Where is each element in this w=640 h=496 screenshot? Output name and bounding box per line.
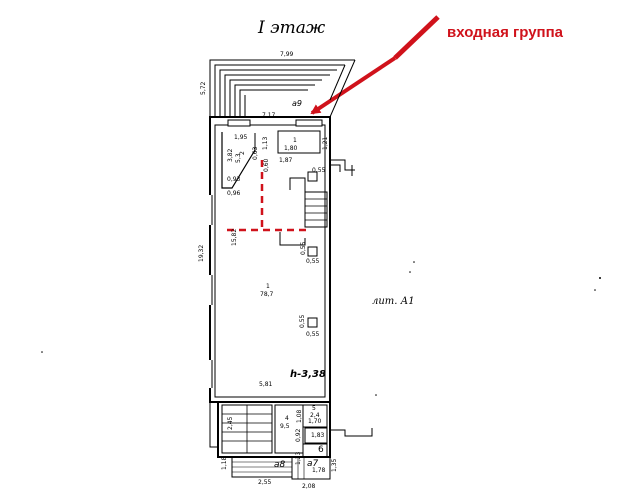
dim-2-08: 2,08 (302, 483, 316, 490)
dim-1-95: 1,95 (234, 134, 248, 141)
dim-2-55: 2,55 (258, 479, 272, 486)
dim-0-55-a: 0,55 (312, 167, 326, 174)
porch-steps (209, 59, 356, 118)
dim-0-60: 0,60 (263, 158, 270, 172)
dim-0-93: 0,93 (227, 176, 241, 183)
dim-1-23: 1,23 (295, 451, 302, 465)
entrance-group-outline (227, 160, 306, 232)
scan-specks (41, 261, 601, 396)
dim-2-45: 2,45 (227, 416, 234, 430)
room-5-area: 2,4 (310, 412, 320, 419)
entry-group-label: входная группа (447, 24, 564, 41)
dim-left-length: 19,32 (198, 245, 205, 262)
dim-bottom-width: 5,81 (259, 381, 273, 388)
room-5-number: 5 (312, 405, 316, 412)
room-6-number: 6 (318, 445, 324, 455)
room-2-area: 5,3 (235, 153, 242, 163)
porch-a8: а8 (274, 460, 286, 470)
room-4-number: 4 (285, 415, 289, 422)
dim-0-96: 0,96 (227, 190, 241, 197)
dim-0-92: 0,92 (295, 428, 302, 442)
dim-0-55-d: 0,55 (299, 314, 306, 328)
dim-1-21: 1,21 (322, 136, 329, 150)
dim-1-70: 1,70 (308, 418, 322, 425)
dim-1-83: 1,83 (311, 432, 325, 439)
room-2-number: 2 (239, 151, 246, 155)
dim-top-width: 7,99 (280, 51, 294, 58)
dim-inner-width: 7,17 (262, 112, 276, 119)
dim-inner-left: 15,82 (231, 229, 238, 246)
dim-1-13: 1,13 (262, 136, 269, 150)
dim-3-82: 3,82 (227, 148, 234, 162)
room-7-area: 1,78 (312, 467, 326, 474)
dim-1-18: 1,18 (221, 456, 228, 470)
room-main-number: 1 (266, 283, 270, 290)
entry-arrow (393, 15, 440, 60)
dim-0-55-b: 0,55 (300, 241, 307, 255)
dim-1-87: 1,87 (279, 157, 293, 164)
ceiling-height: h-3,38 (290, 369, 326, 380)
dim-0-55-e: 0,55 (306, 331, 320, 338)
building-label: лит. А1 (372, 296, 415, 307)
dim-1-08: 1,08 (296, 409, 303, 423)
annex-walls (209, 401, 373, 480)
floor-title: I этаж (257, 18, 326, 38)
room-top-number: 1 (293, 137, 297, 144)
dim-0-55-c: 0,55 (306, 258, 320, 265)
room-main-area: 78,7 (260, 291, 274, 298)
entry-arrow-shaft (310, 56, 397, 115)
dim-1-80: 1,80 (284, 145, 298, 152)
dim-0-63: 0,63 (252, 146, 259, 160)
porch-a9: а9 (292, 99, 302, 108)
porch-a7: а7 (307, 459, 319, 469)
dim-1-35: 1,35 (331, 458, 338, 472)
dim-porch-depth: 5,72 (200, 81, 207, 95)
room-4-area: 9,5 (280, 423, 290, 430)
